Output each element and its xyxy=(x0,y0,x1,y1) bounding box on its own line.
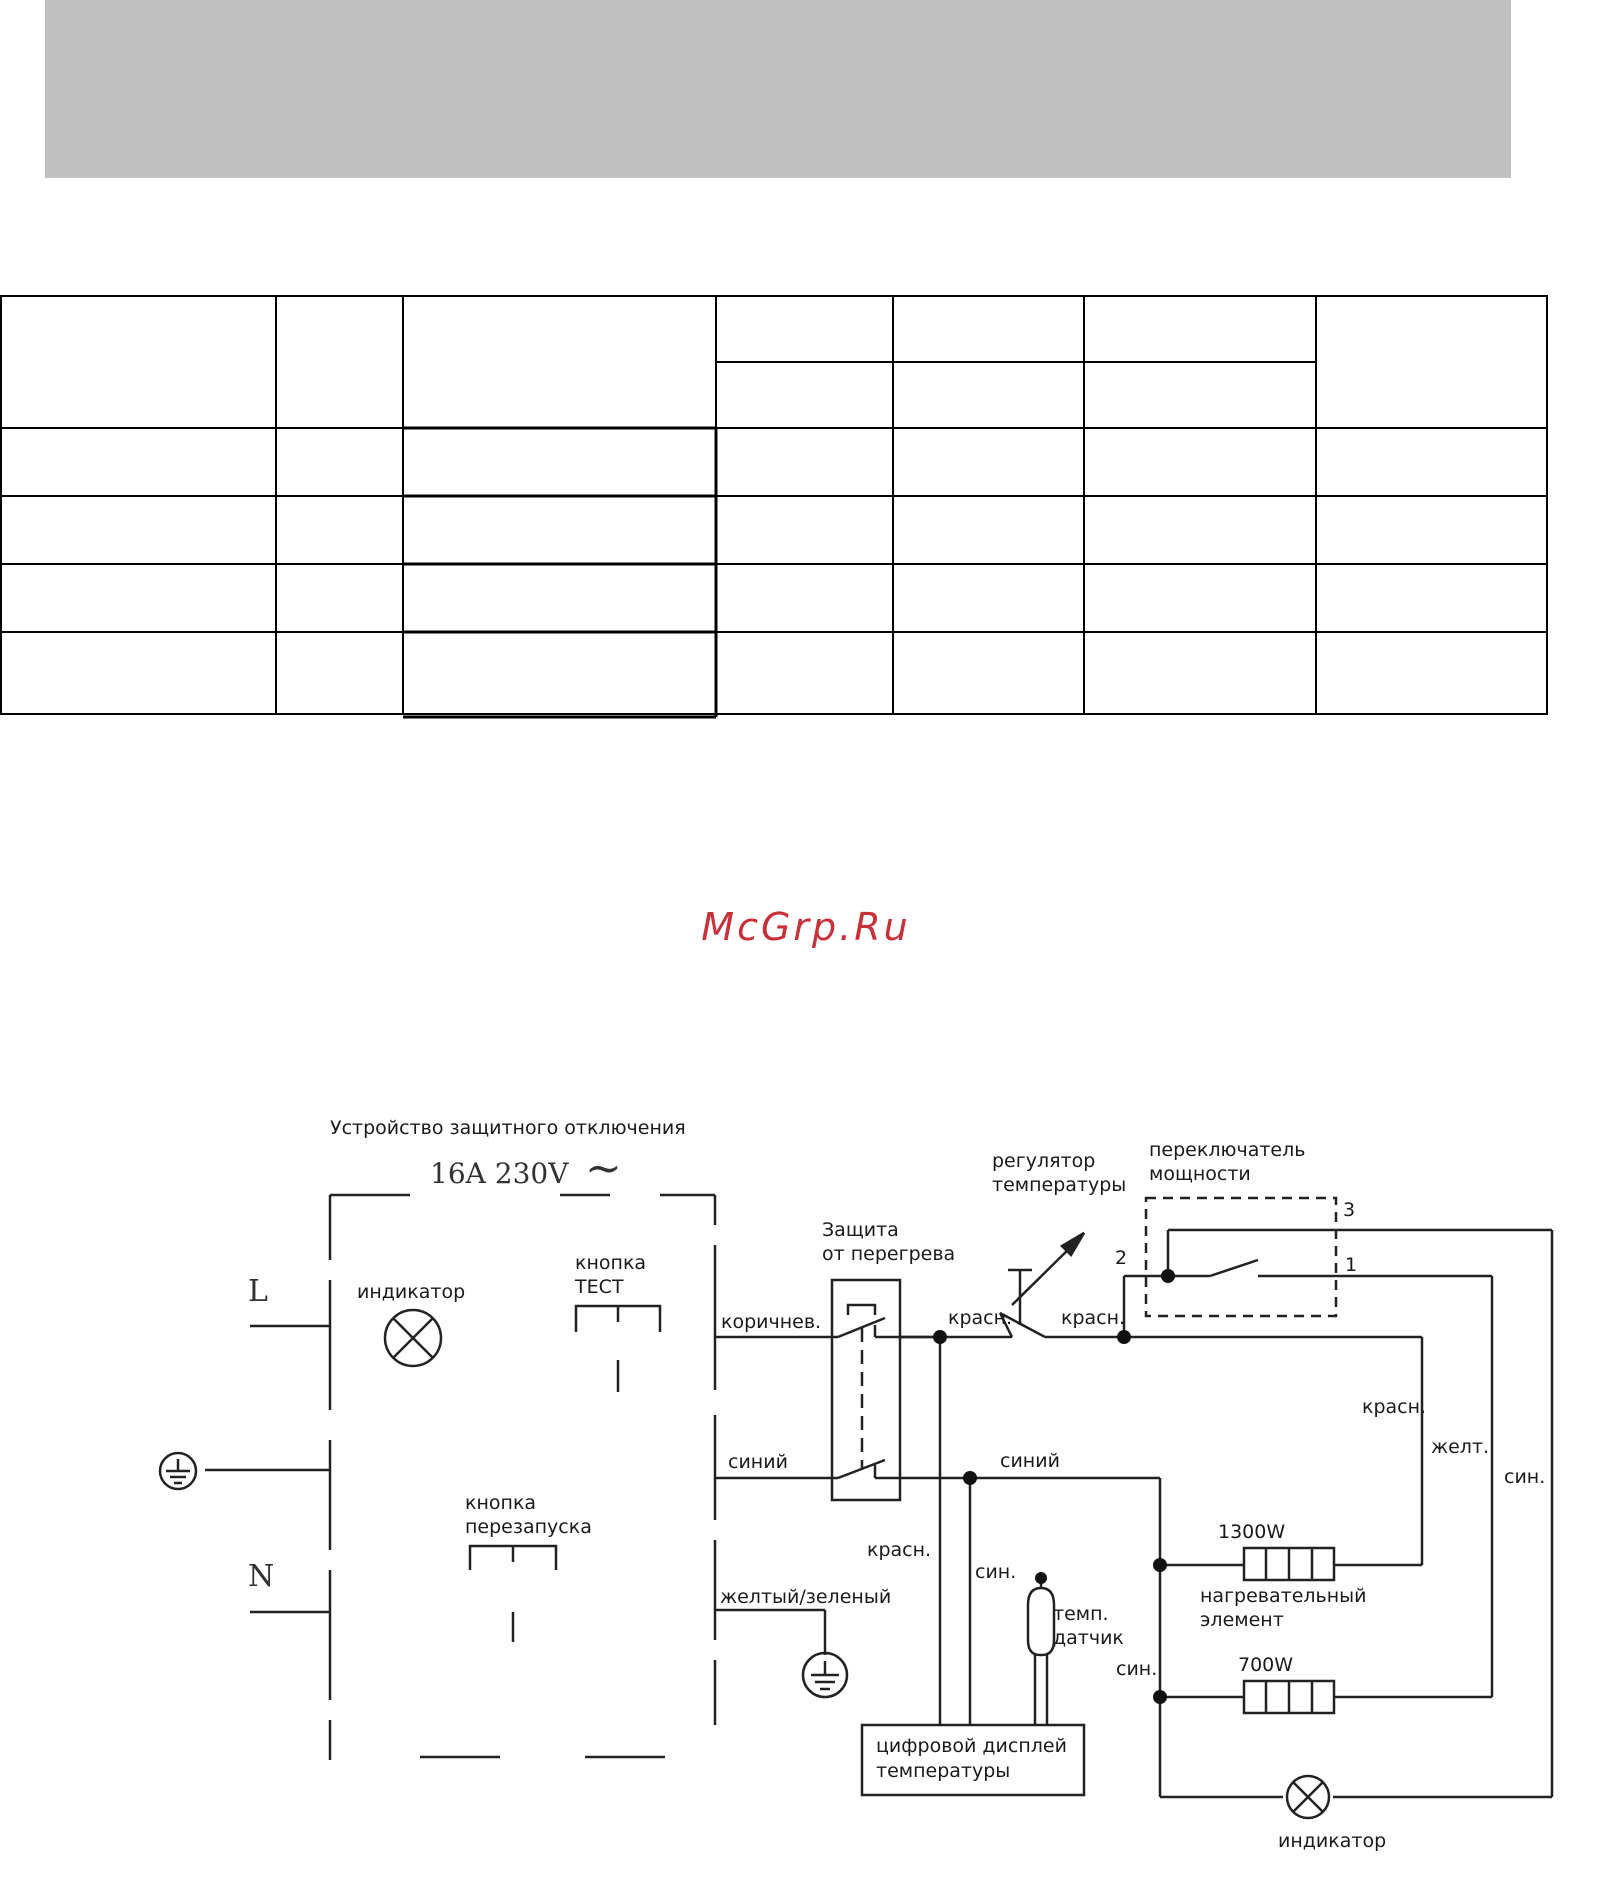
heater-label-1: нагревательный xyxy=(1200,1585,1367,1607)
rcd-rating: 16A 230V xyxy=(430,1157,569,1190)
sensor-label-2: датчик xyxy=(1053,1627,1124,1649)
reset-button-label-1: кнопка xyxy=(465,1492,536,1514)
power-switch-label-1: переключатель xyxy=(1149,1139,1305,1161)
display-label-1: цифровой дисплей xyxy=(876,1735,1067,1757)
switch-position-2: 2 xyxy=(1115,1247,1127,1269)
wire-blue-label-display: син. xyxy=(975,1561,1016,1583)
test-button-label-1: кнопка xyxy=(575,1252,646,1274)
switch-position-1: 1 xyxy=(1345,1254,1357,1276)
wire-blue-label-right: синий xyxy=(1000,1450,1060,1472)
sensor-label-1: темп. xyxy=(1053,1603,1109,1625)
rcd-title: Устройство защитного отключения xyxy=(330,1117,686,1139)
digital-display-box xyxy=(860,1723,1086,1797)
wire-brown-label: коричнев. xyxy=(721,1311,821,1333)
heater-indicator-lamp xyxy=(1285,1774,1331,1820)
thermostat-label-2: температуры xyxy=(992,1174,1126,1196)
wire-blue-label-far: син. xyxy=(1504,1466,1545,1488)
wire-blue-label-left: синий xyxy=(728,1451,788,1473)
wire-red-label-right: красн. xyxy=(1362,1396,1426,1418)
wire-red-label-1: красн. xyxy=(948,1307,1012,1329)
watermark: McGrp.Ru xyxy=(701,905,911,949)
rcd-indicator-label: индикатор xyxy=(357,1281,465,1303)
thermostat-label-1: регулятор xyxy=(992,1150,1095,1172)
power-switch-label-2: мощности xyxy=(1149,1163,1251,1185)
overheat-label-2: от перегрева xyxy=(822,1243,955,1265)
wire-yellow-label: желт. xyxy=(1431,1436,1489,1458)
display-label-2: температуры xyxy=(876,1760,1010,1782)
spec-table xyxy=(0,295,1548,719)
indicator-bottom-label: индикатор xyxy=(1278,1830,1386,1852)
reset-button-label-2: перезапуска xyxy=(465,1516,592,1538)
overheat-protector-body xyxy=(830,1278,902,1502)
switch-position-3: 3 xyxy=(1343,1199,1355,1221)
neutral-label: N xyxy=(248,1559,274,1594)
ac-symbol: ~ xyxy=(585,1143,622,1194)
heater-label-2: элемент xyxy=(1200,1609,1284,1631)
test-button-label-2: ТЕСТ xyxy=(574,1276,624,1298)
wire-red-label-2: красн. xyxy=(1061,1307,1125,1329)
power-switch-box xyxy=(1144,1196,1338,1318)
rcd-indicator-lamp xyxy=(383,1308,443,1368)
line-label: L xyxy=(248,1274,268,1309)
header-band xyxy=(45,0,1511,178)
overheat-label-1: Защита xyxy=(822,1219,899,1241)
wire-yellow-green-label: желтый/зеленый xyxy=(720,1586,891,1608)
wiring-diagram: Устройство защитного отключения 16A 230V… xyxy=(158,1117,1554,1852)
heater-1300w-label: 1300W xyxy=(1218,1521,1285,1543)
heater-700w-label: 700W xyxy=(1238,1654,1293,1676)
wire-blue-label-heater: син. xyxy=(1116,1658,1157,1680)
wire-red-label-display: красн. xyxy=(867,1539,931,1561)
